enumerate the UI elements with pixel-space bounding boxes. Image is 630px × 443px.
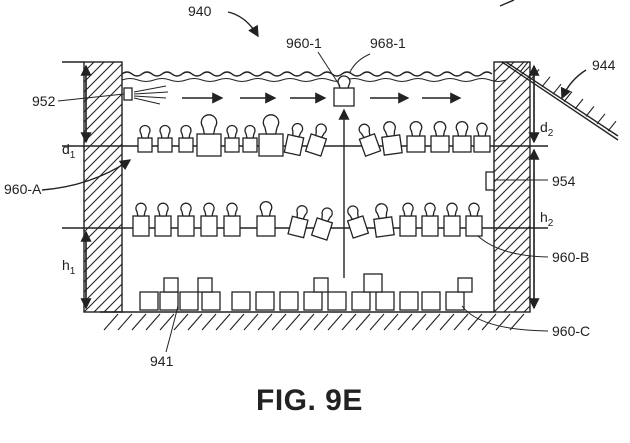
water-surface-lower [121,78,507,82]
container-b-3 [177,202,195,237]
nozzle-ref-label: 952 [32,93,56,109]
container-b-14 [465,202,483,237]
container-a-14 [452,121,472,153]
corner-arrow [499,0,515,7]
right-wall [493,61,531,313]
container-a-9 [304,123,328,157]
container-a-13 [430,121,450,153]
water-surface [121,71,493,77]
d1-label: d1 [62,141,76,161]
container-b-2 [154,202,172,237]
container-c-13 [421,291,441,311]
slope-embankment [501,61,619,141]
spray-lines [133,85,169,105]
container-a-8 [283,122,305,157]
figure-ref-arrow [227,11,259,38]
layer-b-label: 960-B [552,249,589,265]
container-c-14 [445,291,465,311]
container-c-top-4 [363,273,383,293]
container-a-15 [473,122,491,153]
container-c-top-3 [313,277,329,293]
container-a-4 [196,114,222,157]
layer-960-b-containers [132,201,483,241]
slope-ref-label: 944 [592,57,616,73]
container-c-top-1 [163,277,179,293]
nozzle-952 [123,87,133,101]
container-c-9 [327,291,347,311]
h2-label: h2 [540,209,554,229]
float-968-1 [337,75,351,89]
container-leader [317,51,341,87]
slope-ref-arrow [560,69,587,100]
container-b-6 [256,201,276,237]
container-b-4 [200,202,218,237]
float-leader [349,53,371,73]
layer-b-leader [477,235,549,258]
h1-label: h1 [62,257,76,277]
container-c-8 [303,291,323,311]
container-c-12 [399,291,419,311]
layer-a-arrow [41,159,132,191]
container-a-12 [406,121,426,153]
container-960-1 [333,87,355,107]
float-ref-label: 968-1 [370,35,406,51]
container-a-11 [381,121,403,156]
container-c-top-5 [457,277,473,293]
container-c-6 [255,291,275,311]
container-a-10 [358,123,382,158]
container-c-3 [179,291,199,311]
figure-caption: FIG. 9E [256,384,363,417]
container-b-13 [443,202,461,237]
container-b-12 [421,202,439,237]
layer-c-label: 960-C [552,323,590,339]
container-c-top-2 [197,277,213,293]
container-a-7 [258,114,284,157]
container-c-10 [351,291,371,311]
left-wall [83,61,123,313]
container-a-5 [224,124,240,153]
layer-960-a-containers [137,114,491,158]
floor-leader [165,305,179,353]
d2-label: d2 [540,119,554,139]
container-c-2 [159,291,179,311]
layer-c-leader [461,305,549,332]
container-a-3 [178,124,194,153]
container-b-7 [287,205,309,239]
container-a-2 [157,124,173,153]
container-b-8 [310,207,334,241]
container-c-1 [139,291,159,311]
container-a-1 [137,124,153,153]
container-ref-label: 960-1 [286,35,322,51]
container-a-6 [242,124,258,153]
figure-ref-label: 940 [188,3,212,19]
sensor-ref-label: 954 [552,173,576,189]
container-c-11 [375,291,395,311]
floor-hatching [103,313,525,331]
sensor-954 [485,171,495,191]
floor-ref-label: 941 [150,353,174,369]
container-c-4 [201,291,221,311]
container-b-9 [346,205,370,239]
layer-a-label: 960-A [4,181,42,197]
container-b-1 [132,202,150,237]
container-c-7 [279,291,299,311]
container-c-5 [231,291,251,311]
container-b-10 [373,203,395,238]
layer-960-c-containers [139,273,473,311]
nozzle-leader [57,93,125,102]
container-b-5 [223,202,241,237]
container-b-11 [399,202,417,237]
